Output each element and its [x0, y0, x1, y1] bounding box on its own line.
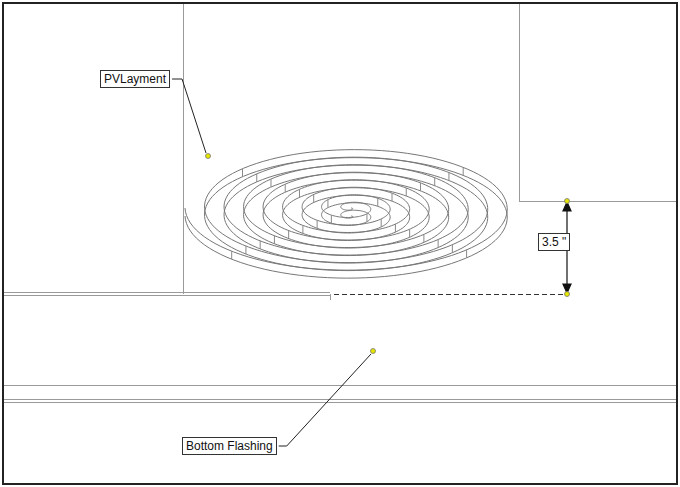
flashing-edge	[4, 402, 676, 403]
coil-tie	[395, 224, 396, 232]
coil-tie	[260, 241, 261, 249]
coil-tie	[409, 229, 410, 237]
pick-point	[371, 349, 376, 354]
panel-left-edge	[183, 4, 184, 294]
coil-tie	[466, 250, 467, 258]
spiral-winding	[185, 150, 507, 270]
part-label: Bottom Flashing	[182, 437, 277, 455]
pick-point	[565, 199, 570, 204]
coil-tie	[270, 179, 271, 187]
dimension-extension	[334, 294, 567, 295]
coil-tie	[438, 240, 439, 248]
pick-point	[206, 154, 211, 159]
layment-tick	[330, 294, 331, 300]
coil-tie	[331, 215, 332, 223]
leader-lines	[172, 79, 371, 446]
coil-tie	[448, 173, 449, 181]
coil-tie	[256, 174, 257, 182]
coil-tie	[452, 245, 453, 253]
spiral-winding	[185, 158, 507, 278]
coil-tie	[299, 189, 300, 197]
coil-tie	[423, 234, 424, 242]
panel-step-edge	[519, 201, 676, 202]
coil-tie	[231, 251, 232, 259]
leader-line	[172, 79, 206, 153]
coil-tie	[242, 169, 243, 177]
spiral-coil	[185, 150, 507, 278]
coil-tie	[463, 167, 464, 175]
frame-border	[3, 3, 677, 484]
coil-tie	[245, 246, 246, 254]
dimension-label: 3.5 "	[538, 233, 570, 251]
coil-tie	[327, 200, 328, 208]
coil-tie	[288, 231, 289, 239]
coil-tie	[381, 219, 382, 227]
pick-point	[565, 292, 570, 297]
panel-right-edge	[519, 4, 520, 202]
flashing-edge	[4, 399, 676, 400]
layment-edge	[4, 292, 330, 293]
coil-tie	[366, 214, 367, 222]
pick-points	[206, 154, 570, 354]
layment-edge	[4, 295, 330, 296]
part-label: PVLayment	[100, 70, 170, 88]
coil-tie	[377, 198, 378, 206]
coil-tie	[302, 225, 303, 233]
coil-tie	[285, 184, 286, 192]
leader-line	[279, 354, 371, 446]
flashing-edge	[4, 385, 676, 386]
coil-tie	[434, 178, 435, 186]
coil-tie	[313, 194, 314, 202]
coil-tie	[406, 188, 407, 196]
panel-edges	[4, 4, 676, 403]
coil-tie	[392, 193, 393, 201]
coil-tie	[317, 220, 318, 228]
coil-tie	[420, 183, 421, 191]
coil-tie	[274, 236, 275, 244]
